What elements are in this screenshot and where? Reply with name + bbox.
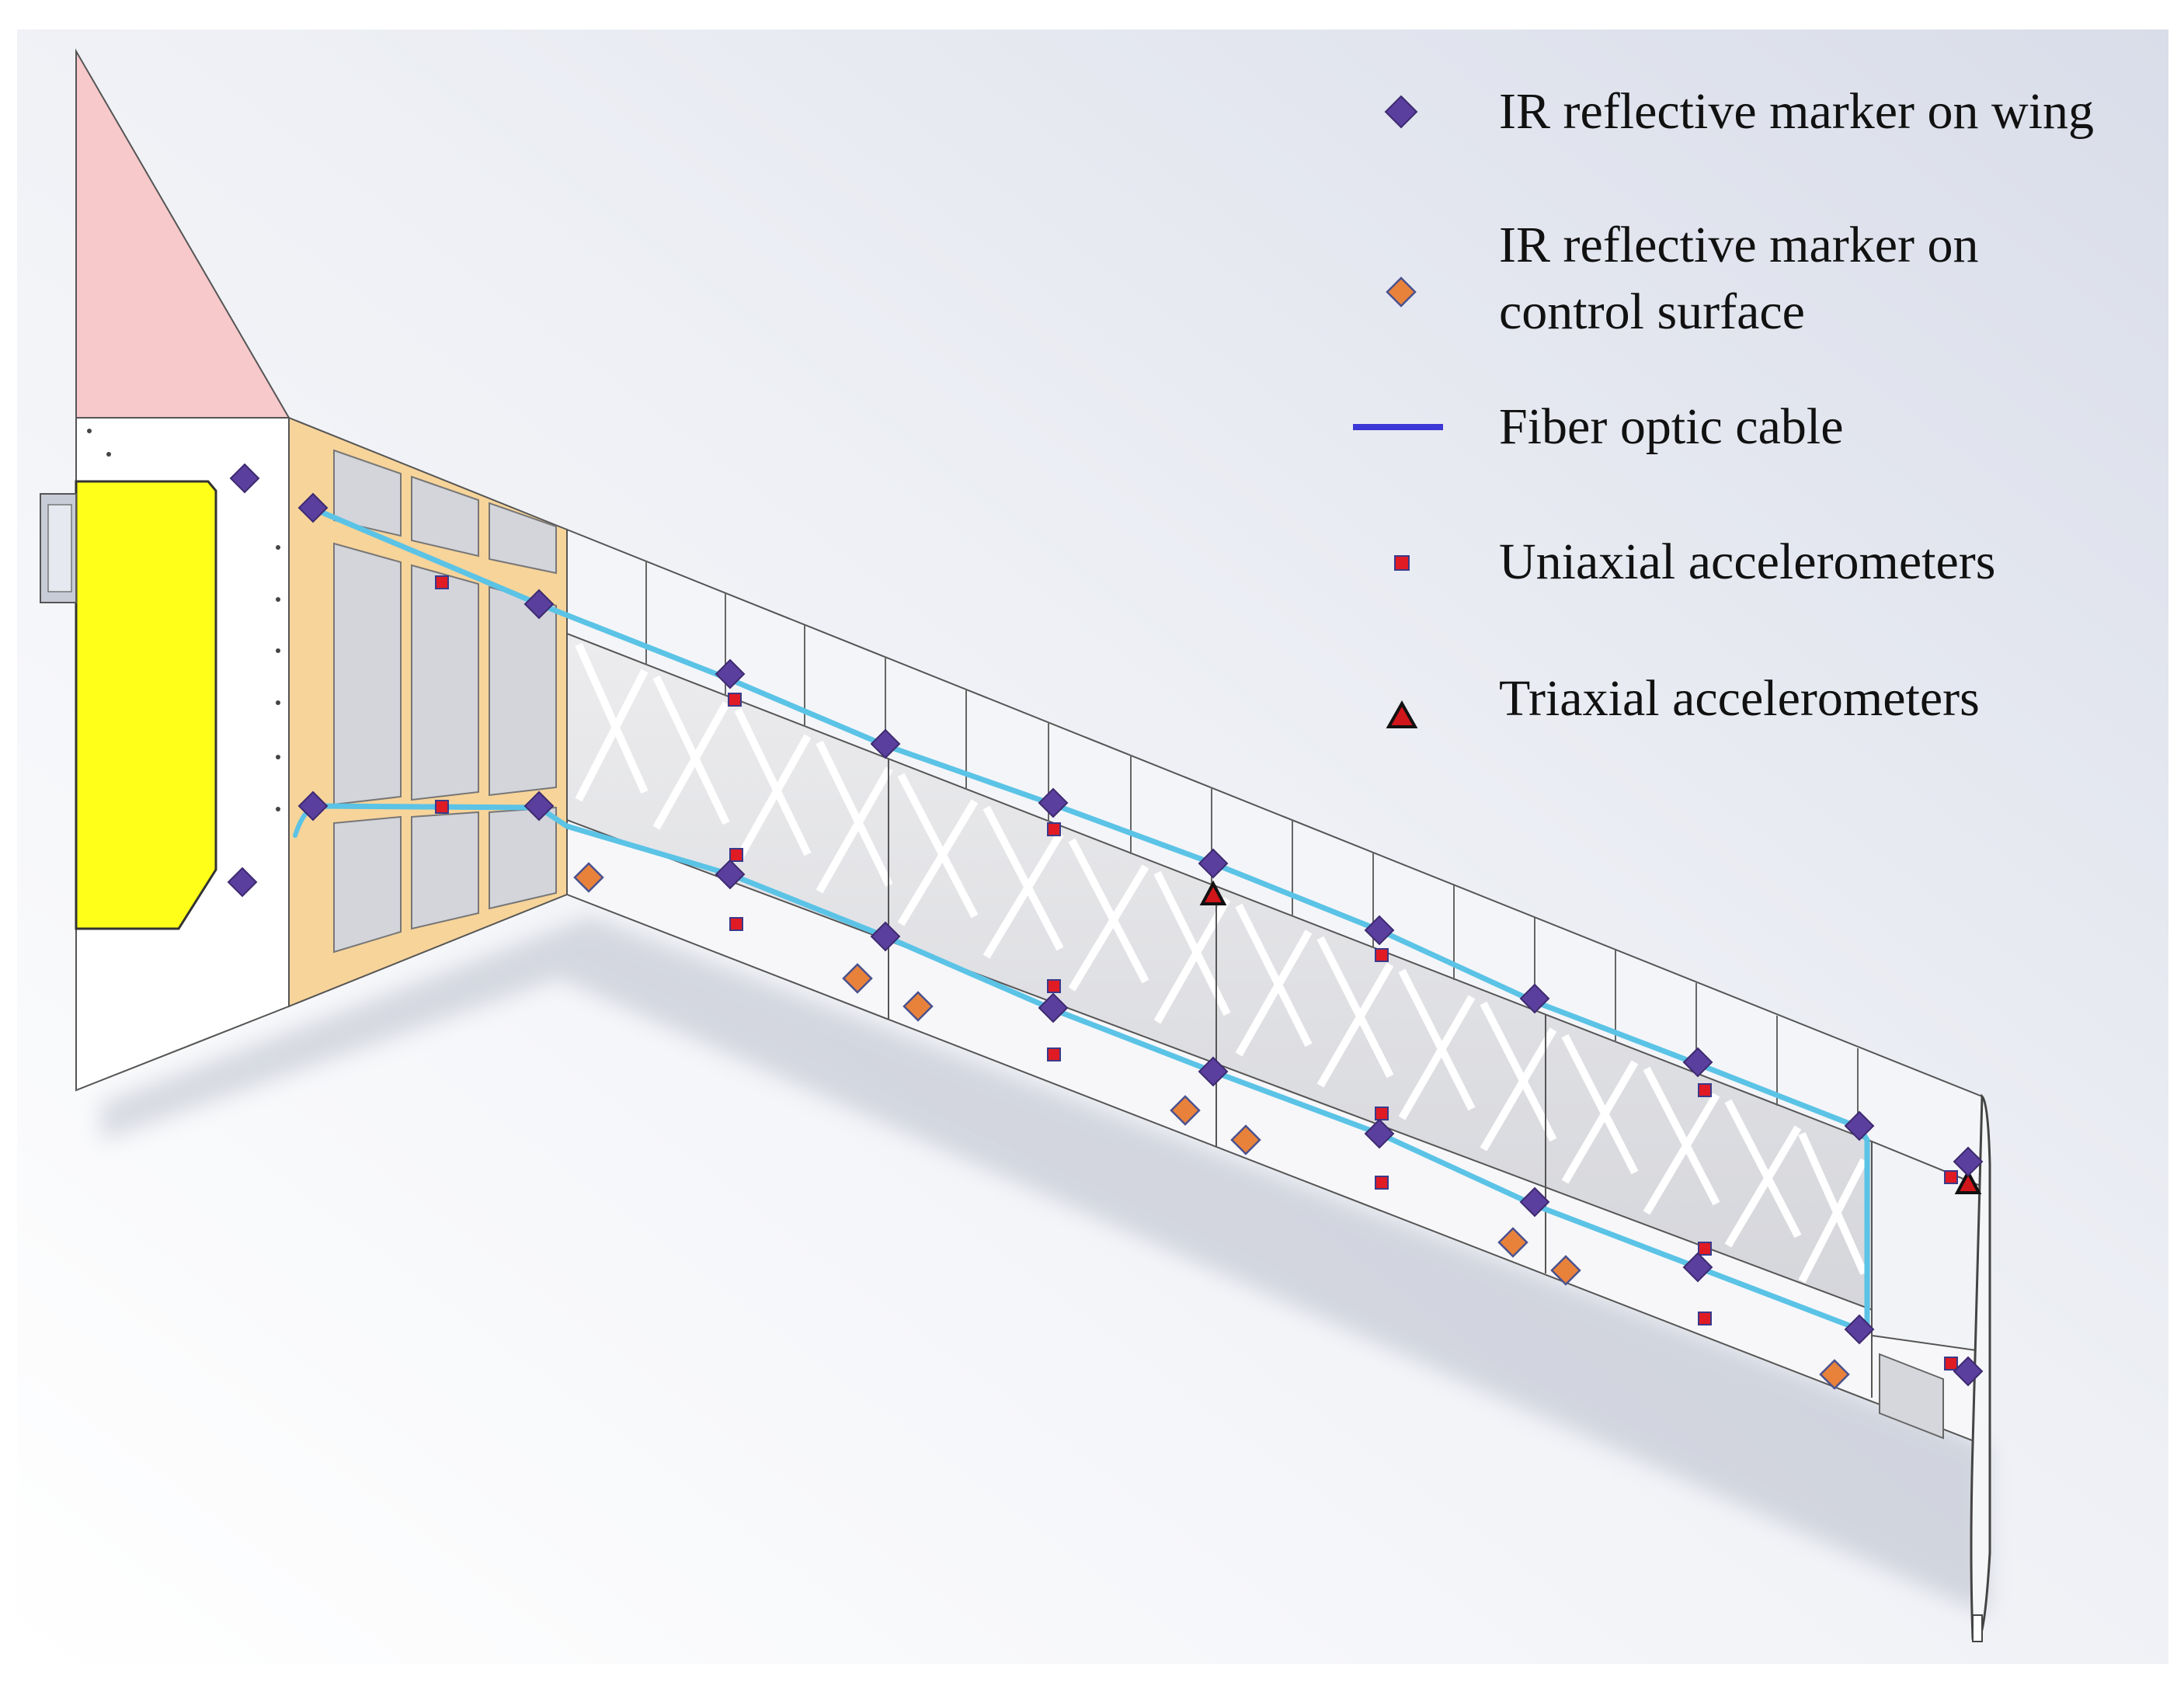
wing-marker-8	[715, 859, 746, 890]
uniaxial-accel-10	[1375, 1107, 1389, 1120]
wing-marker-20	[1682, 1252, 1713, 1283]
wing-marker-6	[523, 790, 555, 822]
purple-diamond-icon	[1384, 95, 1418, 129]
cs-marker-2	[842, 963, 873, 994]
wing-marker-7	[715, 658, 746, 690]
uniaxial-accel-3	[728, 693, 742, 707]
uniaxial-accel-9	[1375, 948, 1389, 962]
blue-line-icon	[1353, 424, 1443, 430]
wing-marker-3	[297, 492, 329, 523]
uniaxial-accel-6	[1047, 822, 1061, 836]
wing-tip-pin	[1972, 1614, 1983, 1642]
legend-label-fiber: Fiber optic cable	[1499, 398, 1844, 455]
root-bolt-holes	[87, 429, 280, 811]
red-square-icon	[1394, 555, 1410, 571]
wing-marker-12	[1038, 992, 1069, 1023]
wing-marker-5	[523, 589, 555, 620]
tip-panel-lower	[1879, 1353, 1944, 1440]
legend-label-triaxial: Triaxial accelerometers	[1499, 670, 1980, 727]
wing-marker-23	[1953, 1146, 1984, 1177]
triaxial-accel-1	[1199, 880, 1227, 905]
cs-marker-6	[1497, 1227, 1528, 1258]
rib-bay-bracing	[575, 642, 1868, 1284]
cs-marker-1	[573, 862, 604, 893]
wing-marker-2	[227, 867, 258, 898]
wing-marker-15	[1364, 915, 1395, 946]
uniaxial-accel-11	[1375, 1176, 1389, 1190]
wing-marker-22	[1844, 1314, 1875, 1345]
uniaxial-accel-14	[1698, 1312, 1712, 1325]
wing-marker-17	[1519, 983, 1550, 1014]
uniaxial-accel-1	[435, 575, 449, 589]
red-triangle-icon	[1386, 700, 1418, 728]
cs-marker-5	[1230, 1124, 1261, 1155]
uniaxial-accel-7	[1047, 979, 1061, 993]
uniaxial-accel-12	[1698, 1083, 1712, 1097]
cs-marker-7	[1550, 1255, 1581, 1286]
uniaxial-accel-8	[1047, 1047, 1061, 1061]
wing-marker-24	[1953, 1356, 1984, 1387]
legend-label-uniaxial: Uniaxial accelerometers	[1499, 533, 1996, 590]
orange-diamond-icon	[1386, 276, 1417, 307]
wing-marker-11	[1038, 787, 1069, 818]
uniaxial-accel-2	[435, 800, 449, 814]
wing-marker-19	[1682, 1047, 1713, 1078]
wing-marker-18	[1519, 1186, 1550, 1218]
cs-marker-4	[1170, 1095, 1201, 1126]
legend-label-wing-marker: IR reflective marker on wing	[1499, 83, 2095, 140]
legend-label-cs-marker-line2: control surface	[1499, 283, 1805, 340]
triaxial-accelerometers	[1199, 880, 1982, 1194]
wing-marker-9	[870, 728, 901, 759]
wing-marker-1	[229, 463, 260, 494]
wing-marker-16	[1364, 1118, 1395, 1149]
wing-markers	[227, 463, 1984, 1387]
mount-fixture-inner	[47, 504, 72, 592]
uniaxial-accel-13	[1698, 1242, 1712, 1256]
clamp-block	[75, 480, 217, 930]
uniaxial-accel-4	[729, 848, 743, 862]
wing-marker-21	[1844, 1110, 1875, 1141]
uniaxial-accel-15	[1944, 1170, 1958, 1184]
legend-label-cs-marker-line1: IR reflective marker on	[1499, 217, 1979, 273]
control-surface-markers	[573, 862, 1850, 1390]
root-panel-cutouts	[333, 449, 557, 954]
triaxial-accel-2	[1954, 1169, 1982, 1194]
uniaxial-accelerometers	[435, 575, 1958, 1371]
rib-lines	[888, 759, 1546, 1200]
cs-marker-3	[902, 991, 934, 1022]
cs-marker-8	[1819, 1359, 1850, 1390]
wing-marker-13	[1198, 848, 1229, 879]
uniaxial-accel-16	[1944, 1357, 1958, 1371]
wing-marker-10	[870, 921, 901, 952]
wing-marker-4	[297, 790, 329, 822]
uniaxial-accel-5	[729, 917, 743, 931]
wing-marker-14	[1198, 1056, 1229, 1087]
